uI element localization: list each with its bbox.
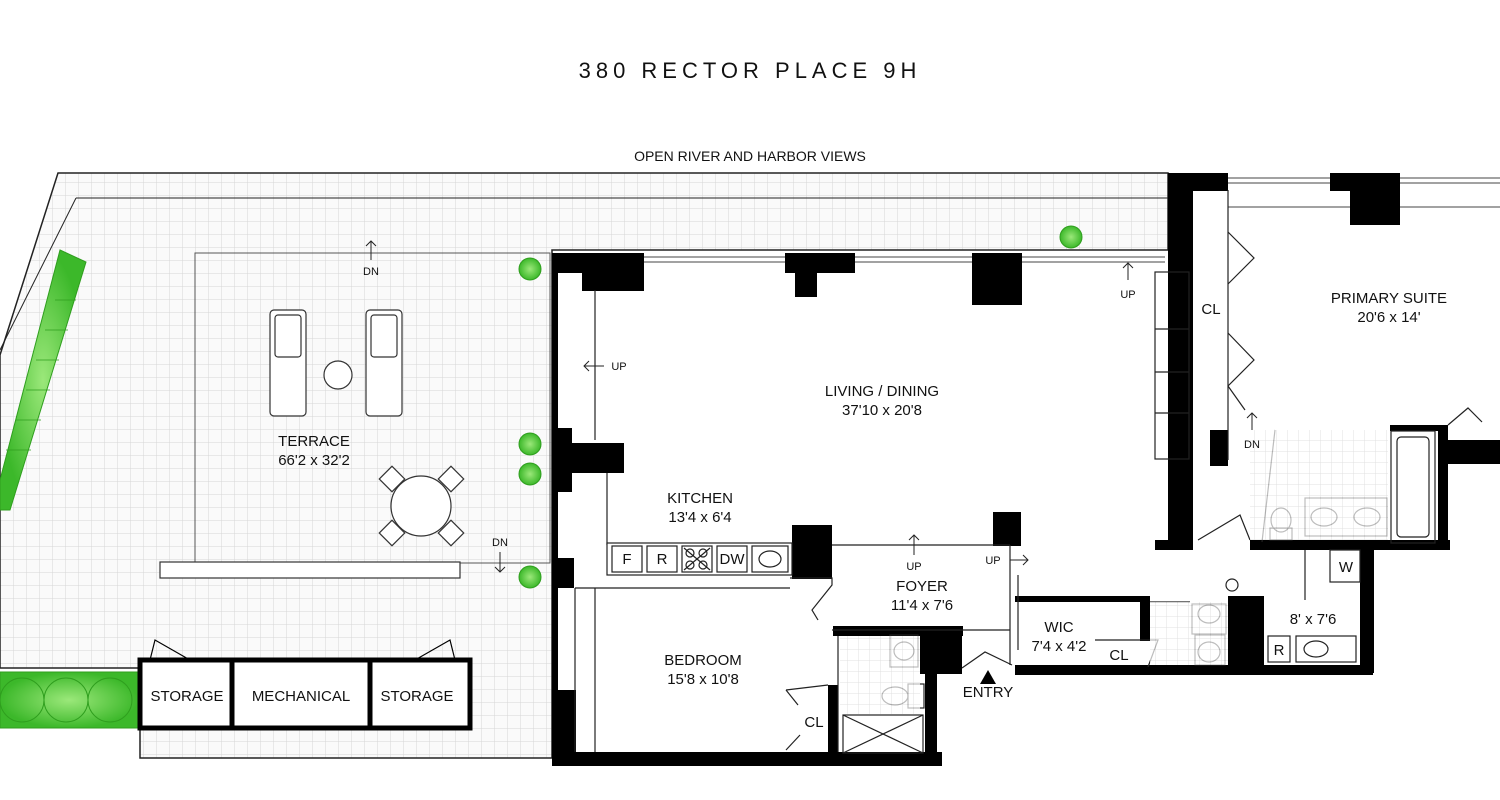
mechanical-label: MECHANICAL: [252, 688, 350, 705]
lounge-chairs: [269, 309, 403, 417]
dishwasher-label: DW: [720, 551, 746, 568]
laundry-dims: 8' x 7'6: [1290, 611, 1337, 628]
range-label: R: [657, 551, 668, 568]
entry-marker-icon: [980, 670, 996, 684]
stair-arrows: [365, 240, 1258, 573]
potted-plants: [518, 225, 1083, 589]
storage-left-label: STORAGE: [150, 688, 223, 705]
primary-name: PRIMARY SUITE: [1331, 290, 1447, 307]
up-label-living-east: UP: [1120, 289, 1135, 301]
terrace-name: TERRACE: [278, 433, 350, 450]
wic-name: WIC: [1044, 619, 1073, 636]
up-label-foyer-east: UP: [985, 555, 1000, 567]
closet-label-bedroom: CL: [804, 714, 823, 731]
down-label-primary: DN: [1244, 439, 1260, 451]
bedroom-name: BEDROOM: [664, 652, 742, 669]
wic-dims: 7'4 x 4'2: [1032, 638, 1087, 655]
plan-title: 380 RECTOR PLACE 9H: [578, 58, 922, 83]
terrace-dims: 66'2 x 32'2: [278, 452, 350, 469]
living-name: LIVING / DINING: [825, 383, 939, 400]
planter-strip: [0, 249, 139, 729]
up-label-foyer: UP: [906, 561, 921, 573]
fridge-label: F: [622, 551, 631, 568]
down-label-terrace: DN: [363, 266, 379, 278]
down-label-terrace-lower: DN: [492, 537, 508, 549]
bath-tile: [840, 430, 1388, 714]
kitchen-dims: 13'4 x 6'4: [668, 509, 731, 526]
dining-set: [378, 465, 465, 547]
living-dims: 37'10 x 20'8: [842, 402, 922, 419]
walls: [552, 173, 1500, 766]
kitchen-name: KITCHEN: [667, 490, 733, 507]
storage-right-label: STORAGE: [380, 688, 453, 705]
bedroom-dims: 15'8 x 10'8: [667, 671, 739, 688]
view-note: OPEN RIVER AND HARBOR VIEWS: [634, 148, 866, 164]
foyer-dims: 11'4 x 7'6: [891, 597, 953, 614]
kitchen-counter: [606, 542, 793, 576]
labels: OPEN RIVER AND HARBOR VIEWS TERRACE 66'2…: [150, 148, 1447, 731]
entry-label: ENTRY: [963, 684, 1014, 701]
washer-label: W: [1339, 559, 1354, 576]
laundry-range-label: R: [1274, 642, 1285, 659]
closet-label-wic: CL: [1109, 647, 1128, 664]
primary-dims: 20'6 x 14': [1357, 309, 1420, 326]
closet-label-primary: CL: [1201, 301, 1220, 318]
storage-block: [137, 639, 473, 731]
up-label-living-west: UP: [611, 361, 626, 373]
foyer-name: FOYER: [896, 578, 948, 595]
